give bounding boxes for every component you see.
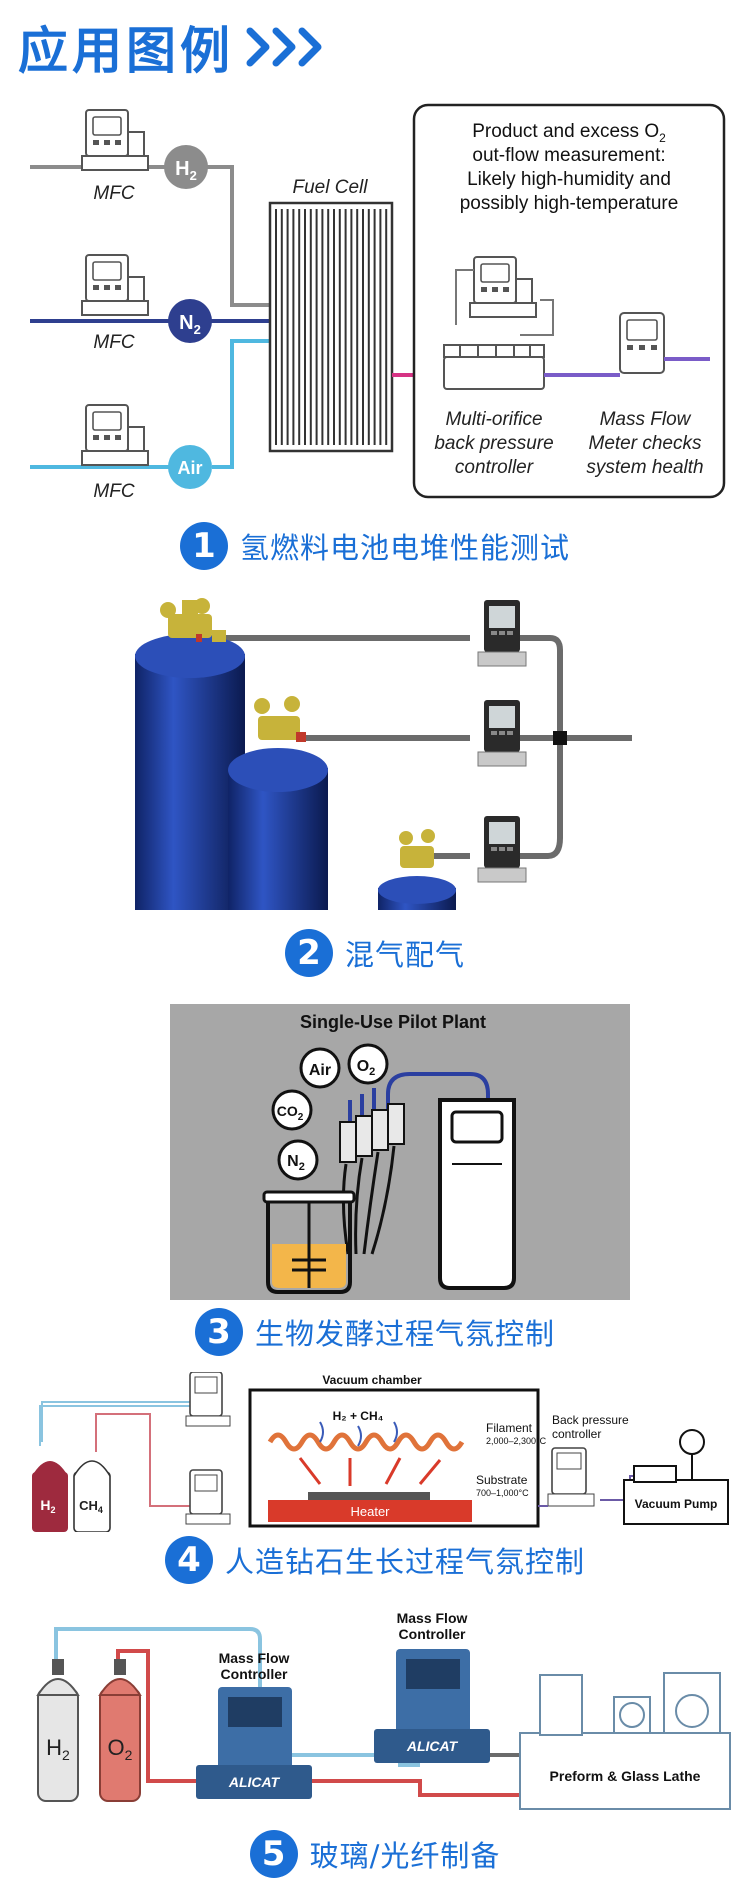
fuel-cell-stack (268, 201, 394, 453)
caption-1: 1 氢燃料电池电堆性能测试 (0, 518, 750, 574)
svg-text:ALICAT: ALICAT (406, 1738, 459, 1754)
mass-flow-controller-2: ALICAT (374, 1649, 490, 1763)
svg-text:CH4: CH4 (79, 1498, 103, 1515)
caption-3: 3 生物发酵过程气氛控制 (0, 1304, 750, 1360)
mass-flow-meter (619, 312, 665, 374)
svg-text:Controller: Controller (221, 1666, 288, 1682)
svg-text:H2: H2 (46, 1735, 70, 1763)
svg-text:Vacuum Pump: Vacuum Pump (635, 1497, 718, 1511)
vacuum-pump: Vacuum Pump (623, 1429, 729, 1525)
mfc-ch4 (185, 1469, 231, 1525)
label-n2: N2 (287, 1153, 305, 1173)
caption-text-1: 氢燃料电池电堆性能测试 (239, 531, 570, 565)
page-title: 应用图例 (18, 22, 234, 80)
step-number-5: 5 (249, 1830, 298, 1878)
h2-cylinder: H2 (36, 1659, 80, 1802)
svg-text:ALICAT: ALICAT (228, 1774, 281, 1790)
svg-text:possibly high-temperature: possibly high-temperature (460, 193, 679, 214)
svg-text:O2: O2 (108, 1735, 133, 1763)
label-co2: CO2 (277, 1103, 304, 1123)
product-outflow-box (412, 103, 726, 499)
mass-flow-controller-2 (477, 699, 527, 767)
svg-text:back pressure: back pressure (434, 433, 553, 454)
pilot-plant-title: Single-Use Pilot Plant (300, 1012, 486, 1032)
fuel-cell-diagram: MFC MFC MFC H2 N2 Air Fuel Cell Product … (30, 103, 726, 502)
step-number-2: 2 (284, 929, 333, 977)
o2-cylinder: O2 (98, 1659, 142, 1802)
diamond-growth-diagram: H2 CH4 Vacuum chamber H₂ + CH₄ Heater Fi… (32, 1372, 729, 1532)
caption-5: 5 玻璃/光纤制备 (0, 1826, 750, 1882)
caption-text-4: 人造钻石生长过程气氛控制 (224, 1545, 585, 1579)
caption-4: 4 人造钻石生长过程气氛控制 (0, 1532, 750, 1588)
bioreactor-diagram: Single-Use Pilot Plant Air O2 CO2 N2 (170, 1004, 630, 1300)
mfc-air (81, 404, 149, 466)
gas-mixing-diagram (135, 598, 632, 910)
svg-text:Product and excess O2: Product and excess O2 (472, 121, 666, 145)
page-header: 应用图例 (18, 12, 328, 82)
mfc-h2 (185, 1372, 231, 1427)
mfc-label-2: MFC (93, 332, 134, 353)
ch4-cylinder: CH4 (73, 1460, 111, 1532)
svg-text:Multi-orifice: Multi-orifice (445, 409, 542, 430)
gas-air-label: Air (177, 458, 202, 478)
svg-text:controller: controller (552, 1427, 601, 1441)
mass-flow-controller-1: ALICAT (196, 1687, 312, 1799)
gas-cylinder-small (378, 829, 456, 910)
label-air: Air (309, 1062, 331, 1079)
gas-controllers (339, 1103, 405, 1163)
gas-h2-label: H2 (175, 158, 197, 183)
label-o2: O2 (357, 1058, 376, 1078)
svg-text:controller: controller (455, 457, 534, 478)
svg-text:Preform & Glass Lathe: Preform & Glass Lathe (550, 1768, 701, 1784)
step-number-3: 3 (194, 1308, 243, 1356)
caption-text-2: 混气配气 (344, 938, 465, 972)
svg-text:H₂ + CH₄: H₂ + CH₄ (333, 1409, 384, 1423)
step-number-1: 1 (179, 522, 228, 570)
svg-text:Filament: Filament (486, 1421, 533, 1435)
caption-text-3: 生物发酵过程气氛控制 (254, 1317, 555, 1351)
caption-text-5: 玻璃/光纤制备 (309, 1839, 501, 1873)
mfc-label-1: MFC (93, 183, 134, 204)
bioreactor-vessel (262, 1190, 356, 1294)
svg-text:H2: H2 (40, 1497, 55, 1515)
svg-text:system health: system health (586, 457, 703, 478)
svg-text:out-flow measurement:: out-flow measurement: (472, 145, 665, 166)
mfc-n2 (81, 254, 149, 316)
mass-flow-controller-1 (477, 599, 527, 667)
chevrons-right-icon (246, 27, 322, 67)
step-number-4: 4 (164, 1536, 213, 1584)
fuel-cell-label: Fuel Cell (293, 177, 369, 198)
svg-text:Heater: Heater (350, 1504, 390, 1519)
caption-2: 2 混气配气 (0, 925, 750, 981)
svg-text:Mass Flow: Mass Flow (600, 409, 692, 430)
back-pressure-controller (443, 344, 545, 390)
mfc-label-3: MFC (93, 481, 134, 502)
svg-text:Mass Flow: Mass Flow (397, 1610, 468, 1626)
svg-text:Meter checks: Meter checks (589, 433, 702, 454)
mfc-h2 (81, 109, 149, 171)
svg-text:2,000–2,300°C: 2,000–2,300°C (486, 1436, 547, 1446)
gas-n2-label: N2 (179, 312, 201, 337)
gas-cylinder-medium (228, 696, 328, 910)
svg-text:Mass Flow: Mass Flow (219, 1650, 290, 1666)
glass-lathe: Preform & Glass Lathe (519, 1672, 731, 1810)
back-pressure-controller (547, 1447, 595, 1507)
vacuum-chamber-label: Vacuum chamber (322, 1373, 422, 1387)
h2-cylinder: H2 (32, 1461, 68, 1532)
svg-text:Likely high-humidity and: Likely high-humidity and (467, 169, 671, 190)
control-unit (438, 1098, 516, 1290)
svg-text:700–1,000°C: 700–1,000°C (476, 1488, 529, 1498)
svg-text:Substrate: Substrate (476, 1473, 528, 1487)
heater (268, 1500, 472, 1522)
svg-text:Back pressure: Back pressure (552, 1413, 629, 1427)
glass-fiber-diagram: H2 O2 Mass Flow Controller ALICAT Mass F… (36, 1610, 731, 1810)
mass-flow-controller-3 (477, 815, 527, 883)
svg-text:Controller: Controller (399, 1626, 466, 1642)
gas-cylinder-large (135, 598, 245, 910)
